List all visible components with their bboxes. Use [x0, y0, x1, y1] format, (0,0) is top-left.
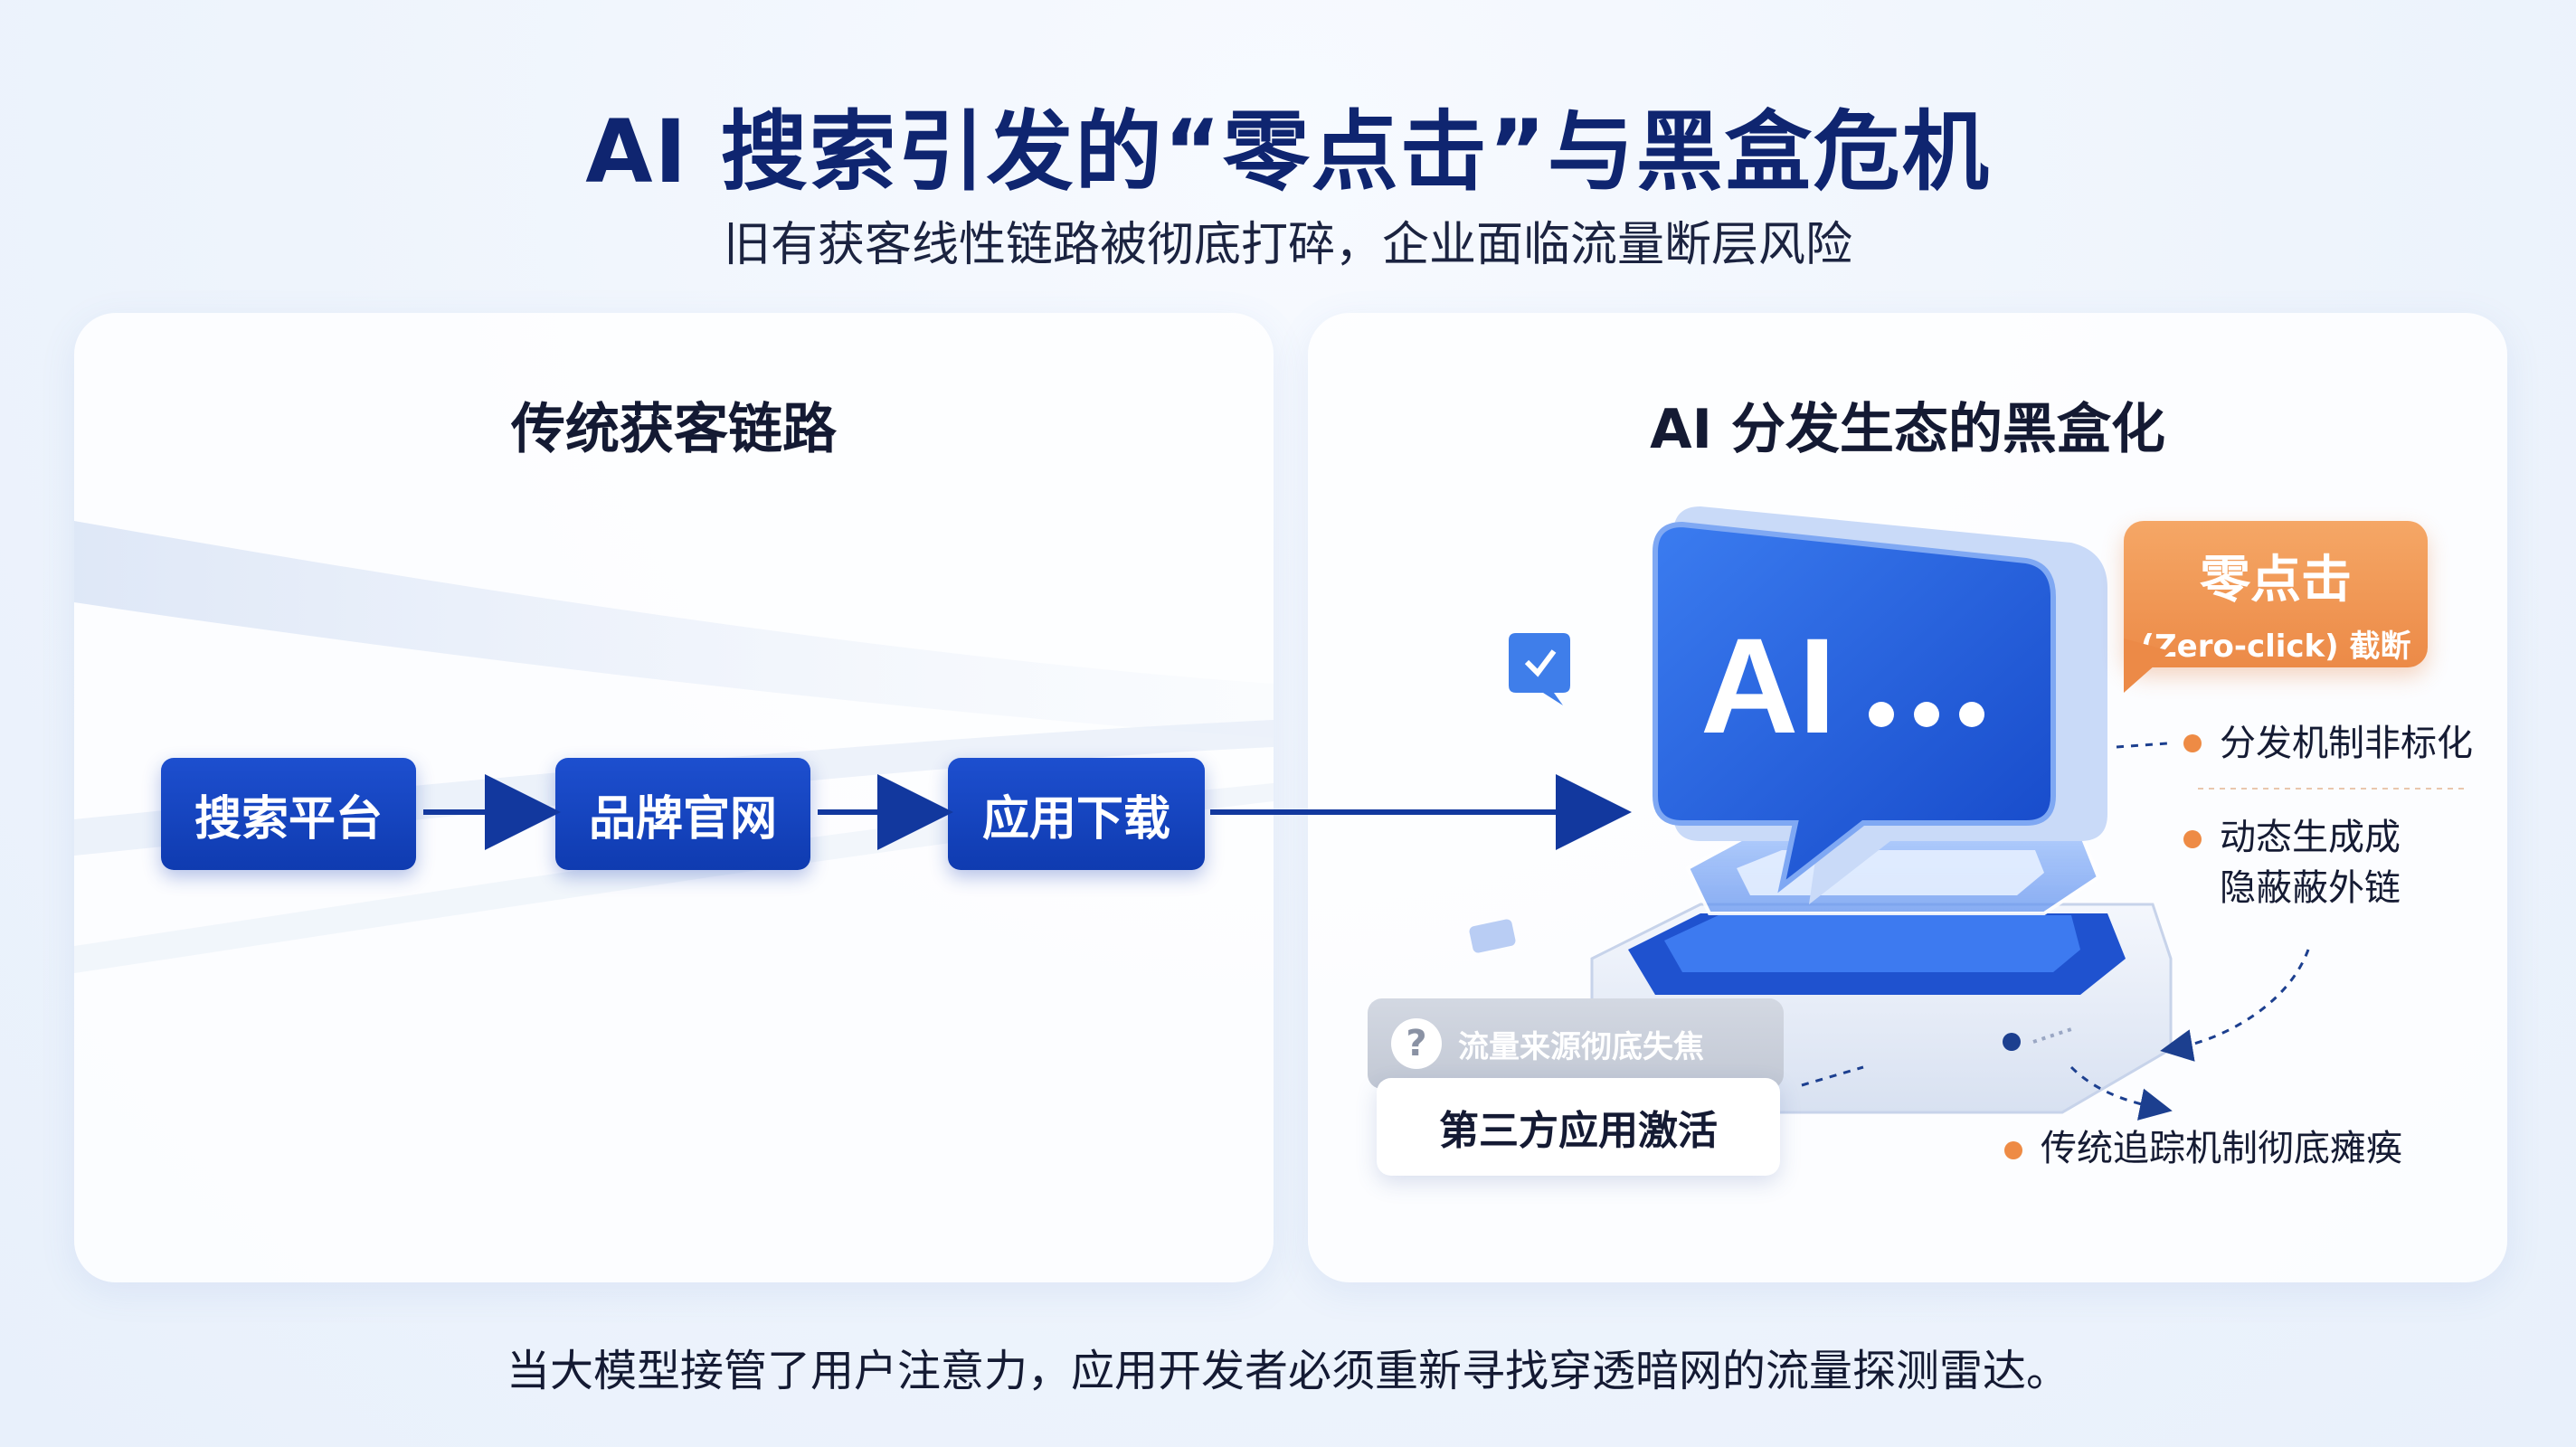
third-party-activation-card: 第三方应用激活 [1377, 1078, 1780, 1176]
footer-note: 当大模型接管了用户注意力，应用开发者必须重新寻找穿透暗网的流量探测雷达。 [506, 1346, 2069, 1396]
ai-blackbox-title: AI 分发生态的黑盒化 [1650, 398, 2165, 461]
flow-step-search-platform: 搜索平台 [161, 758, 416, 870]
flow-step-brand-site: 品牌官网 [555, 758, 810, 870]
traffic-source-text: 流量来源彻底失焦 [1458, 1029, 1704, 1065]
zero-click-title: 零点击 [2200, 551, 2352, 610]
traditional-funnel-title: 传统获客链路 [511, 398, 837, 461]
bullet-dot-3 [2004, 1141, 2022, 1159]
page-subtitle: 旧有获客线性链路被彻底打碎，企业面临流量断层风险 [723, 218, 1852, 272]
page-title: AI 搜索引发的“零点击”与黑盒危机 [585, 101, 1991, 203]
traffic-source-card: ? 流量来源彻底失焦 [1368, 998, 1784, 1089]
bullet-dot-1 [2183, 734, 2202, 752]
zero-click-badge: 零点击 (Zero-click) 截断 [2124, 521, 2428, 667]
flow-step-app-download: 应用下载 [948, 758, 1205, 870]
bullet-tracking-failure: 传统追踪机制彻底瘫痪 [2041, 1128, 2402, 1169]
zero-click-subtitle: (Zero-click) 截断 [2140, 629, 2411, 665]
bullet-hidden-links: 动态生成成 隐蔽蔽外链 [2220, 817, 2401, 909]
question-icon: ? [1391, 1018, 1442, 1069]
bullet-nonstandard-distribution: 分发机制非标化 [2220, 723, 2473, 764]
bullet-dot-2 [2183, 830, 2202, 848]
